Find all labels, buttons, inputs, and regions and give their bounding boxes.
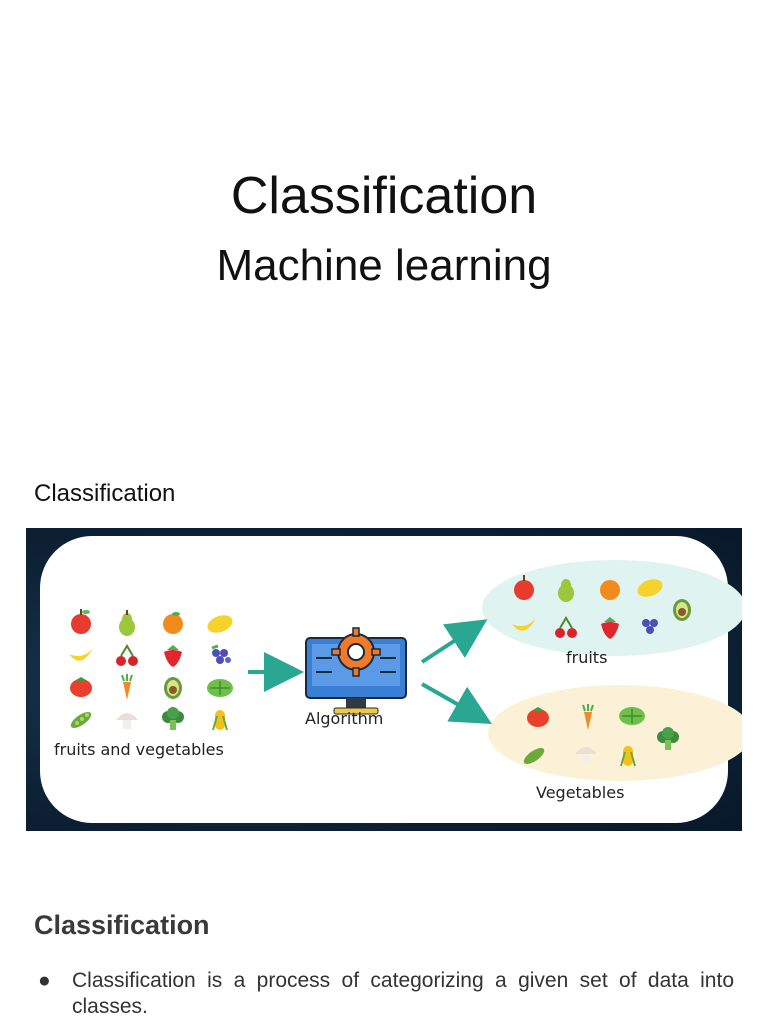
pea-pod-icon xyxy=(70,711,92,729)
fruits-label: fruits xyxy=(566,648,607,667)
bullet-text: Classification is a process of categoriz… xyxy=(72,969,734,1018)
broccoli-icon xyxy=(162,707,184,730)
lemon-icon xyxy=(207,615,233,633)
input-grid xyxy=(69,609,233,731)
fruits-cluster xyxy=(482,560,742,656)
apple-icon xyxy=(71,609,91,634)
fruits-arrow xyxy=(420,619,488,664)
corn-icon xyxy=(620,746,636,767)
section-heading: Classification xyxy=(34,910,210,940)
vegetables-label: Vegetables xyxy=(536,783,624,802)
classification-diagram: fruits and vegetables Algorithm xyxy=(40,536,742,823)
carrot-icon xyxy=(121,674,133,700)
lettuce-icon xyxy=(207,679,233,697)
carrot-icon xyxy=(582,704,594,730)
page-subtitle: Machine learning xyxy=(216,241,552,290)
pear-icon xyxy=(558,579,574,602)
classification-figure: fruits and vegetables Algorithm xyxy=(26,528,742,831)
strawberry-icon xyxy=(601,617,619,639)
apple-icon xyxy=(514,575,534,600)
algorithm-monitor-icon xyxy=(305,627,407,715)
mushroom-icon xyxy=(575,747,597,763)
fruits-group xyxy=(512,575,691,639)
section-label: Classification xyxy=(34,480,176,507)
grapes-icon xyxy=(211,644,231,664)
orange-icon xyxy=(163,612,183,634)
avocado-icon xyxy=(164,677,182,699)
tomato-icon xyxy=(70,677,92,697)
avocado-icon xyxy=(673,599,691,621)
input-label: fruits and vegetables xyxy=(54,740,224,759)
cherry-icon xyxy=(116,644,138,666)
page-title: Classification xyxy=(230,167,538,225)
mushroom-icon xyxy=(116,713,138,729)
vegetables-arrow xyxy=(421,682,492,724)
lemon-icon xyxy=(637,579,663,597)
orange-icon xyxy=(600,580,620,600)
gear-icon xyxy=(331,627,381,677)
strawberry-icon xyxy=(164,645,182,667)
pear-icon xyxy=(119,610,135,636)
banana-icon xyxy=(512,618,536,631)
cherry-icon xyxy=(555,616,577,638)
broccoli-icon xyxy=(657,727,679,750)
vegetables-group xyxy=(523,704,679,767)
tomato-icon xyxy=(527,707,549,727)
lettuce-icon xyxy=(619,707,645,725)
pea-pod-icon xyxy=(523,747,545,765)
banana-icon xyxy=(69,648,93,661)
grapes-icon xyxy=(642,619,658,634)
bullet-dot-icon: ● xyxy=(38,969,51,992)
vegetables-cluster xyxy=(488,685,742,781)
algorithm-label: Algorithm xyxy=(305,709,383,728)
corn-icon xyxy=(212,710,228,731)
